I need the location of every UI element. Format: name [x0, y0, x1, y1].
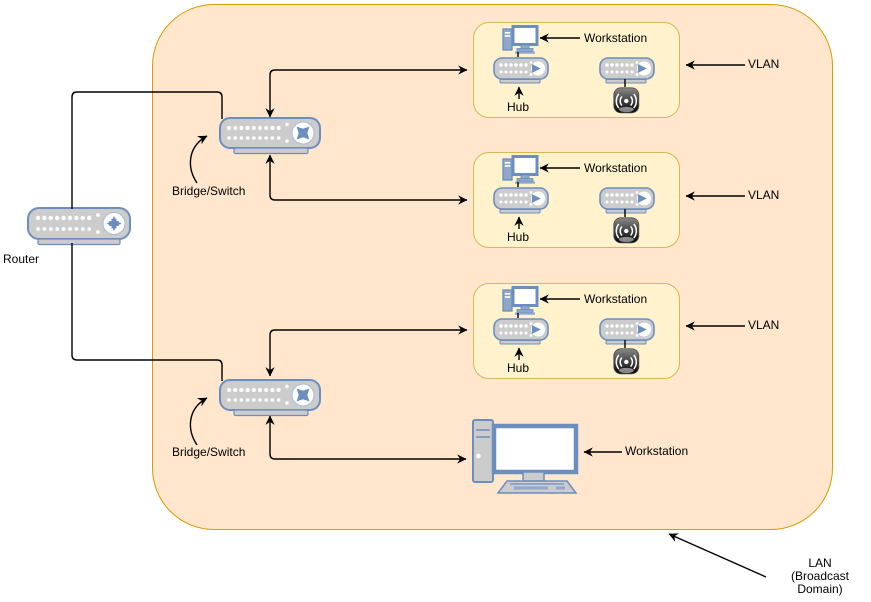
hub-icon — [493, 318, 549, 345]
hub-label: Hub — [507, 100, 530, 114]
pointer-lan-label — [668, 533, 767, 578]
workstation-label: Workstation — [584, 292, 648, 306]
hub-icon — [493, 187, 549, 214]
vlan-box-3: Workstation Hub — [473, 283, 680, 379]
bridge-switch-label: Bridge/Switch — [172, 184, 246, 198]
access-point-icon — [613, 217, 640, 244]
bridge-switch-label: Bridge/Switch — [172, 445, 246, 459]
hub-icon — [493, 57, 549, 84]
hub-icon — [599, 187, 655, 214]
workstation-icon — [502, 286, 539, 315]
desktop-workstation-icon — [472, 419, 579, 494]
access-point-icon — [613, 87, 640, 114]
hub-icon — [599, 318, 655, 345]
access-point-icon — [613, 348, 640, 375]
workstation-label: Workstation — [584, 161, 648, 175]
vlan-label: VLAN — [748, 57, 780, 71]
vlan-label: VLAN — [748, 318, 780, 332]
lan-label-line2: (Broadcast — [790, 569, 850, 583]
vlan-label: VLAN — [748, 188, 780, 202]
lan-label-line3: Domain) — [797, 582, 843, 596]
workstation-icon — [502, 25, 539, 54]
hub-icon — [599, 57, 655, 84]
workstation-label: Workstation — [584, 31, 648, 45]
bridge-switch-icon — [219, 379, 321, 417]
bridge-switch-icon — [219, 117, 321, 155]
router-icon — [27, 207, 131, 246]
lan-label-line1: LAN — [808, 556, 832, 570]
lan-label: LAN (Broadcast Domain) — [770, 557, 870, 596]
hub-label: Hub — [507, 230, 530, 244]
vlan-box-2: Workstation Hub — [473, 152, 680, 248]
router-label: Router — [3, 252, 40, 266]
vlan-box-1: Workstation Hub — [473, 22, 680, 118]
hub-label: Hub — [507, 361, 530, 375]
workstation-icon — [502, 155, 539, 184]
workstation-label: Workstation — [625, 444, 689, 458]
